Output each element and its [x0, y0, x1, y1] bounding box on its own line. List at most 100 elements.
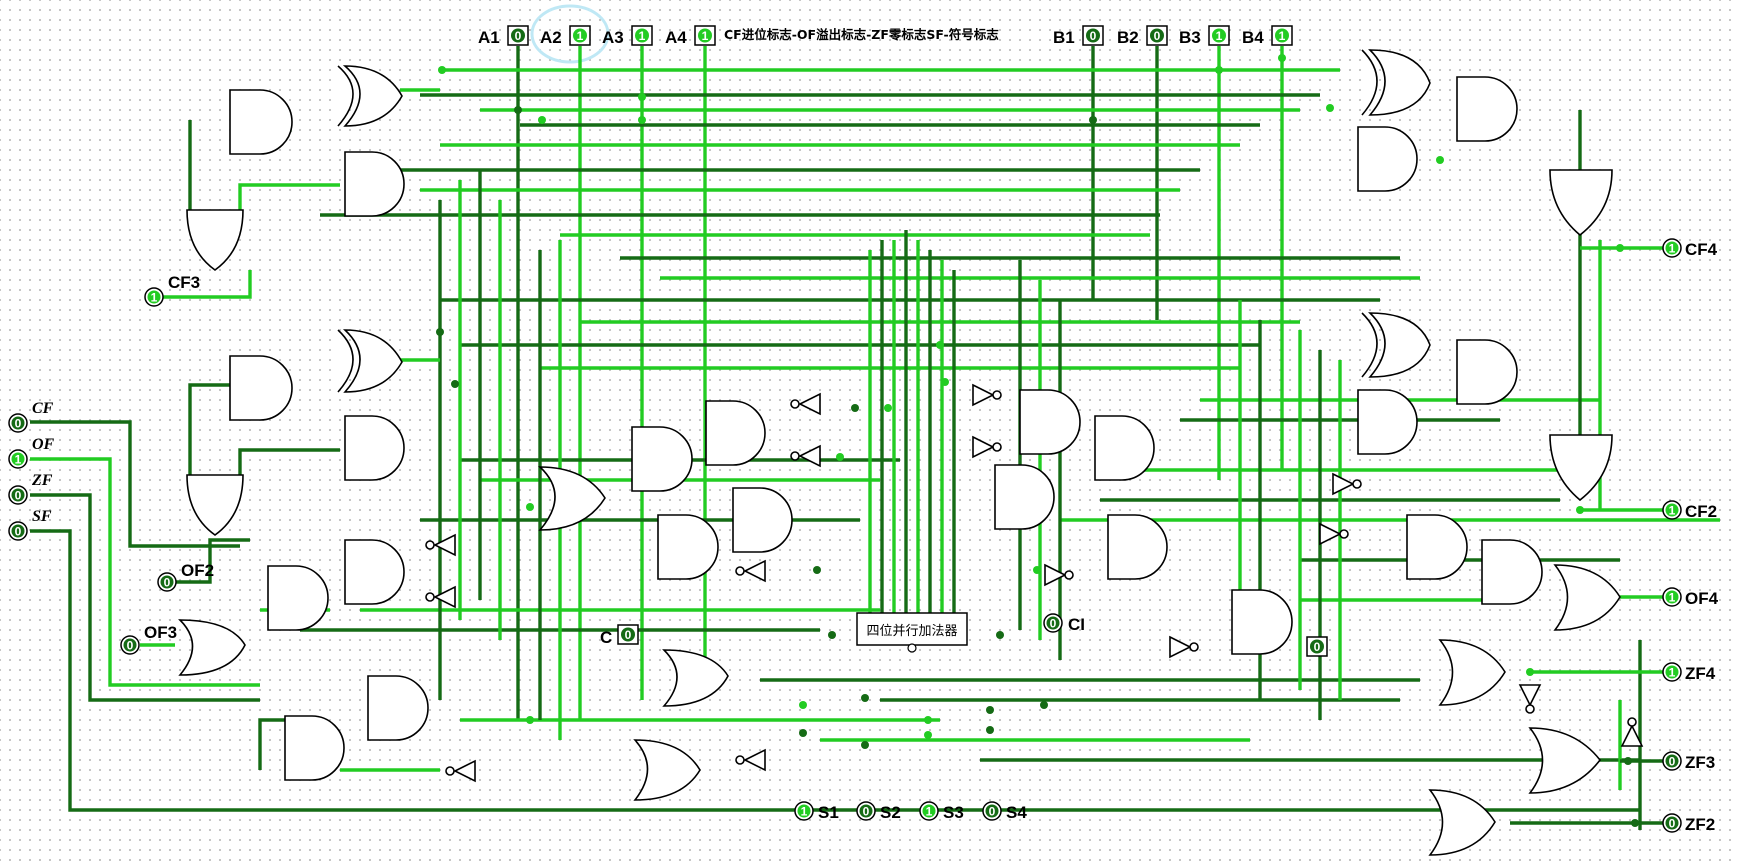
junction: [884, 404, 892, 412]
not-gate[interactable]: [972, 435, 995, 459]
junction: [799, 729, 807, 737]
not-gate[interactable]: [1620, 724, 1644, 747]
and-gate[interactable]: [229, 89, 293, 155]
input-label: A2: [540, 28, 562, 47]
pin-state: [11, 488, 25, 502]
and-gate[interactable]: [1481, 539, 1543, 605]
input-label: OF: [32, 436, 55, 453]
input-label: A4: [665, 28, 687, 47]
junction: [638, 116, 646, 124]
or-gate[interactable]: [178, 619, 246, 676]
nor-gate[interactable]: [1428, 789, 1496, 856]
not-gate[interactable]: [798, 444, 821, 468]
and-gate[interactable]: [1094, 415, 1155, 481]
junction: [526, 716, 534, 724]
xor-gate[interactable]: [342, 329, 403, 393]
not-gate[interactable]: [453, 759, 476, 783]
not-gate[interactable]: [1332, 472, 1355, 496]
and-gate[interactable]: [1231, 589, 1293, 655]
xor-gate[interactable]: [1368, 49, 1431, 116]
and-gate[interactable]: [344, 151, 405, 217]
and-gate[interactable]: [705, 400, 766, 466]
wire-cf-in: [30, 420, 240, 548]
adder-label: 四位并行加法器: [866, 624, 957, 639]
wire-l3: [238, 183, 340, 215]
and-gate[interactable]: [367, 675, 429, 741]
junction: [996, 631, 1004, 639]
pin-state: [1665, 816, 1679, 830]
right-outputs: 1 CF4 1 CF2 1 OF4 1 ZF4 0 ZF3 0 ZF2: [1662, 238, 1719, 834]
pin-value: 0: [1050, 617, 1057, 631]
pin-state: [11, 524, 25, 538]
input-label: B1: [1053, 28, 1075, 47]
pin-value: 1: [1669, 504, 1676, 518]
nor-gate[interactable]: [1528, 727, 1602, 794]
and-gate[interactable]: [1019, 389, 1081, 455]
not-gate-bubble: [790, 399, 800, 409]
and-gate[interactable]: [1357, 126, 1418, 192]
or-gate[interactable]: [633, 739, 701, 801]
not-gate-bubble: [425, 540, 435, 550]
not-gate[interactable]: [972, 383, 995, 407]
pin-value: 1: [1669, 242, 1676, 256]
or-gate[interactable]: [186, 209, 244, 271]
xor-gate[interactable]: [1368, 312, 1431, 378]
pin-state: [1665, 754, 1679, 768]
and-gate[interactable]: [344, 415, 405, 481]
not-gate[interactable]: [433, 533, 456, 557]
and-gate[interactable]: [732, 487, 793, 553]
adder-block[interactable]: 四位并行加法器: [856, 612, 968, 653]
or-gate[interactable]: [1549, 169, 1613, 237]
junction: [538, 116, 546, 124]
junction: [924, 731, 932, 739]
and-gate[interactable]: [229, 355, 293, 421]
not-gate[interactable]: [433, 585, 456, 609]
not-gate[interactable]: [743, 748, 766, 772]
and-gate[interactable]: [1456, 76, 1518, 142]
not-gate[interactable]: [1319, 522, 1342, 546]
and-gate[interactable]: [344, 539, 405, 605]
not-gate[interactable]: [798, 392, 821, 416]
not-gate[interactable]: [1044, 563, 1067, 587]
left-inputs: 0 CF 1 OF 0 ZF 0 SF: [8, 400, 55, 541]
junction: [1326, 104, 1334, 112]
xor-gate-back: [337, 329, 354, 393]
xor-gate[interactable]: [342, 65, 403, 127]
and-gate[interactable]: [1107, 514, 1168, 580]
not-gate[interactable]: [743, 559, 766, 583]
not-gate[interactable]: [1518, 684, 1542, 707]
and-gate[interactable]: [657, 514, 719, 580]
and-gate[interactable]: [994, 464, 1055, 530]
output-label: OF4: [1685, 589, 1719, 608]
carry-in-label: C: [600, 628, 612, 647]
input-label: ZF: [31, 472, 53, 489]
or-gate[interactable]: [1549, 434, 1613, 502]
junction: [1040, 701, 1048, 709]
pin-state: [11, 452, 25, 466]
or-gate[interactable]: [186, 474, 244, 536]
wire-layer: [30, 46, 1720, 830]
output-label: OF3: [144, 623, 177, 642]
pin-state: [11, 416, 25, 430]
pin-state: [797, 804, 811, 818]
or-gate[interactable]: [662, 649, 729, 707]
pin-value: 1: [1669, 666, 1676, 680]
output-label: OF2: [181, 561, 214, 580]
and-gate[interactable]: [1456, 339, 1518, 405]
and-gate[interactable]: [631, 426, 693, 492]
pin-value: 0: [15, 525, 22, 539]
gate-layer: [178, 49, 1644, 856]
and-gate[interactable]: [1357, 389, 1418, 455]
junction: [986, 726, 994, 734]
pin-state: [1310, 639, 1324, 654]
junction-layer: [436, 54, 1639, 827]
and-gate[interactable]: [267, 565, 329, 631]
not-gate[interactable]: [1169, 635, 1192, 659]
and-gate[interactable]: [284, 715, 345, 781]
or-gate[interactable]: [537, 466, 606, 531]
and-gate[interactable]: [1406, 514, 1468, 580]
junction: [861, 741, 869, 749]
or-gate[interactable]: [1553, 564, 1621, 631]
nor-gate[interactable]: [1438, 639, 1506, 706]
